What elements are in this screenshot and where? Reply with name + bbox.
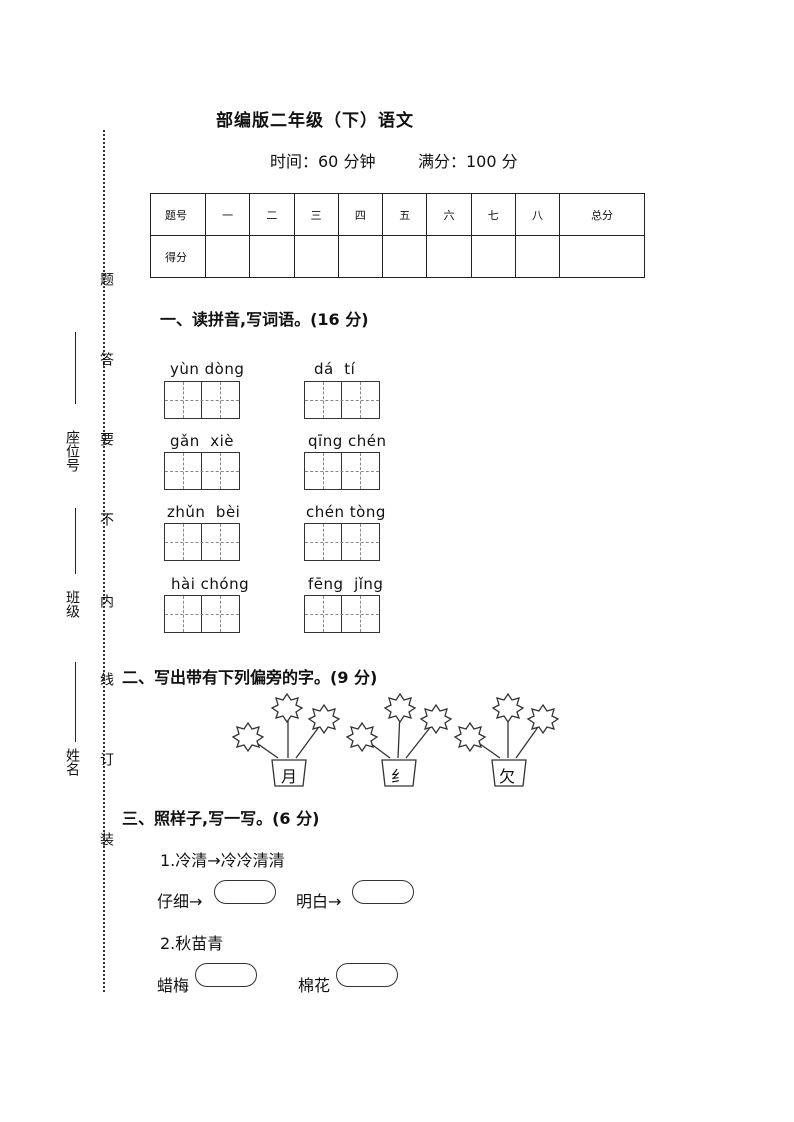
writing-grid[interactable] bbox=[304, 595, 380, 633]
pinyin-label: qīng chén bbox=[308, 432, 387, 450]
binding-char-4: 不 bbox=[98, 512, 114, 527]
word-2b: 棉花 bbox=[298, 976, 331, 995]
score-header-6: 六 bbox=[426, 193, 472, 236]
pinyin-label: yùn dòng bbox=[170, 360, 245, 378]
name-label: 姓名 bbox=[64, 748, 80, 776]
class-label: 班级 bbox=[64, 590, 80, 618]
binding-char-2: 答 bbox=[98, 352, 114, 367]
pot-body-1 bbox=[271, 759, 307, 787]
pinyin-label: zhǔn bèi bbox=[167, 503, 241, 521]
writing-grid[interactable] bbox=[164, 523, 240, 561]
word-1b: 明白→ bbox=[296, 892, 342, 911]
exam-full-score: 满分：100 分 bbox=[418, 152, 518, 171]
example-2: 2.秋苗青 bbox=[160, 934, 224, 953]
pinyin-label: fēng jǐng bbox=[308, 575, 384, 593]
word-1a: 仔细→ bbox=[157, 892, 203, 911]
score-table-score-row: 得分 bbox=[150, 235, 645, 278]
section2-heading: 二、写出带有下列偏旁的字。(9 分) bbox=[122, 668, 378, 687]
score-header-total: 总分 bbox=[559, 193, 645, 236]
score-cell[interactable] bbox=[382, 235, 428, 278]
score-header-8: 八 bbox=[514, 193, 561, 236]
score-header-7: 七 bbox=[470, 193, 516, 236]
binding-char-5: 内 bbox=[98, 594, 114, 609]
flower-pots-illustration bbox=[232, 693, 559, 759]
radical-2: 纟 bbox=[391, 767, 408, 786]
flower-pot-3 bbox=[454, 693, 559, 759]
example-1: 1.冷清→冷冷清清 bbox=[160, 851, 285, 870]
score-table-header-row: 题号 一 二 三 四 五 六 七 八 总分 bbox=[150, 193, 645, 236]
pot-body-3 bbox=[491, 759, 527, 787]
score-header-1: 一 bbox=[204, 193, 251, 236]
score-cell[interactable] bbox=[426, 235, 472, 278]
writing-grid[interactable] bbox=[304, 452, 380, 490]
class-blank[interactable] bbox=[75, 508, 76, 574]
binding-char-7: 订 bbox=[98, 752, 114, 767]
pinyin-label: chén tòng bbox=[306, 503, 386, 521]
score-row-label: 得分 bbox=[150, 235, 206, 278]
flower-pot-2 bbox=[346, 693, 452, 759]
score-cell[interactable] bbox=[337, 235, 384, 278]
pinyin-label: dá tí bbox=[314, 360, 356, 378]
writing-grid[interactable] bbox=[164, 452, 240, 490]
score-header-label: 题号 bbox=[150, 193, 206, 236]
score-cell[interactable] bbox=[470, 235, 516, 278]
pinyin-label: hài chóng bbox=[171, 575, 250, 593]
pot-body-2 bbox=[381, 759, 417, 787]
binding-dotted-line bbox=[103, 130, 105, 992]
score-header-3: 三 bbox=[293, 193, 339, 236]
radical-1: 月 bbox=[281, 767, 298, 786]
score-cell[interactable] bbox=[514, 235, 561, 278]
score-cell[interactable] bbox=[559, 235, 645, 278]
answer-box-1a[interactable] bbox=[214, 880, 276, 904]
exam-title: 部编版二年级（下）语文 bbox=[216, 111, 414, 131]
answer-box-2b[interactable] bbox=[336, 963, 398, 987]
writing-grid[interactable] bbox=[304, 381, 380, 419]
flower-pot-1 bbox=[232, 693, 340, 759]
score-header-2: 二 bbox=[249, 193, 295, 236]
writing-grid[interactable] bbox=[164, 381, 240, 419]
seat-number-blank[interactable] bbox=[75, 332, 76, 404]
binding-char-1: 题 bbox=[98, 272, 114, 287]
radical-3: 欠 bbox=[499, 767, 516, 786]
section1-heading: 一、读拼音,写词语。(16 分) bbox=[160, 310, 369, 329]
score-table: 题号 一 二 三 四 五 六 七 八 总分 得分 bbox=[150, 193, 645, 278]
word-2a: 蜡梅 bbox=[157, 976, 190, 995]
seat-number-label: 座位号 bbox=[64, 430, 80, 472]
binding-char-6: 线 bbox=[98, 672, 114, 687]
section3-heading: 三、照样子,写一写。(6 分) bbox=[122, 809, 320, 828]
writing-grid[interactable] bbox=[304, 523, 380, 561]
score-header-4: 四 bbox=[337, 193, 384, 236]
score-header-5: 五 bbox=[382, 193, 428, 236]
answer-box-2a[interactable] bbox=[195, 963, 257, 987]
binding-char-3: 要 bbox=[98, 432, 114, 447]
score-cell[interactable] bbox=[204, 235, 251, 278]
binding-char-8: 装 bbox=[98, 832, 114, 847]
name-blank[interactable] bbox=[75, 662, 76, 742]
score-cell[interactable] bbox=[249, 235, 295, 278]
pinyin-label: gǎn xiè bbox=[170, 432, 235, 450]
answer-box-1b[interactable] bbox=[352, 880, 414, 904]
writing-grid[interactable] bbox=[164, 595, 240, 633]
score-cell[interactable] bbox=[293, 235, 339, 278]
exam-time: 时间：60 分钟 bbox=[270, 152, 376, 171]
